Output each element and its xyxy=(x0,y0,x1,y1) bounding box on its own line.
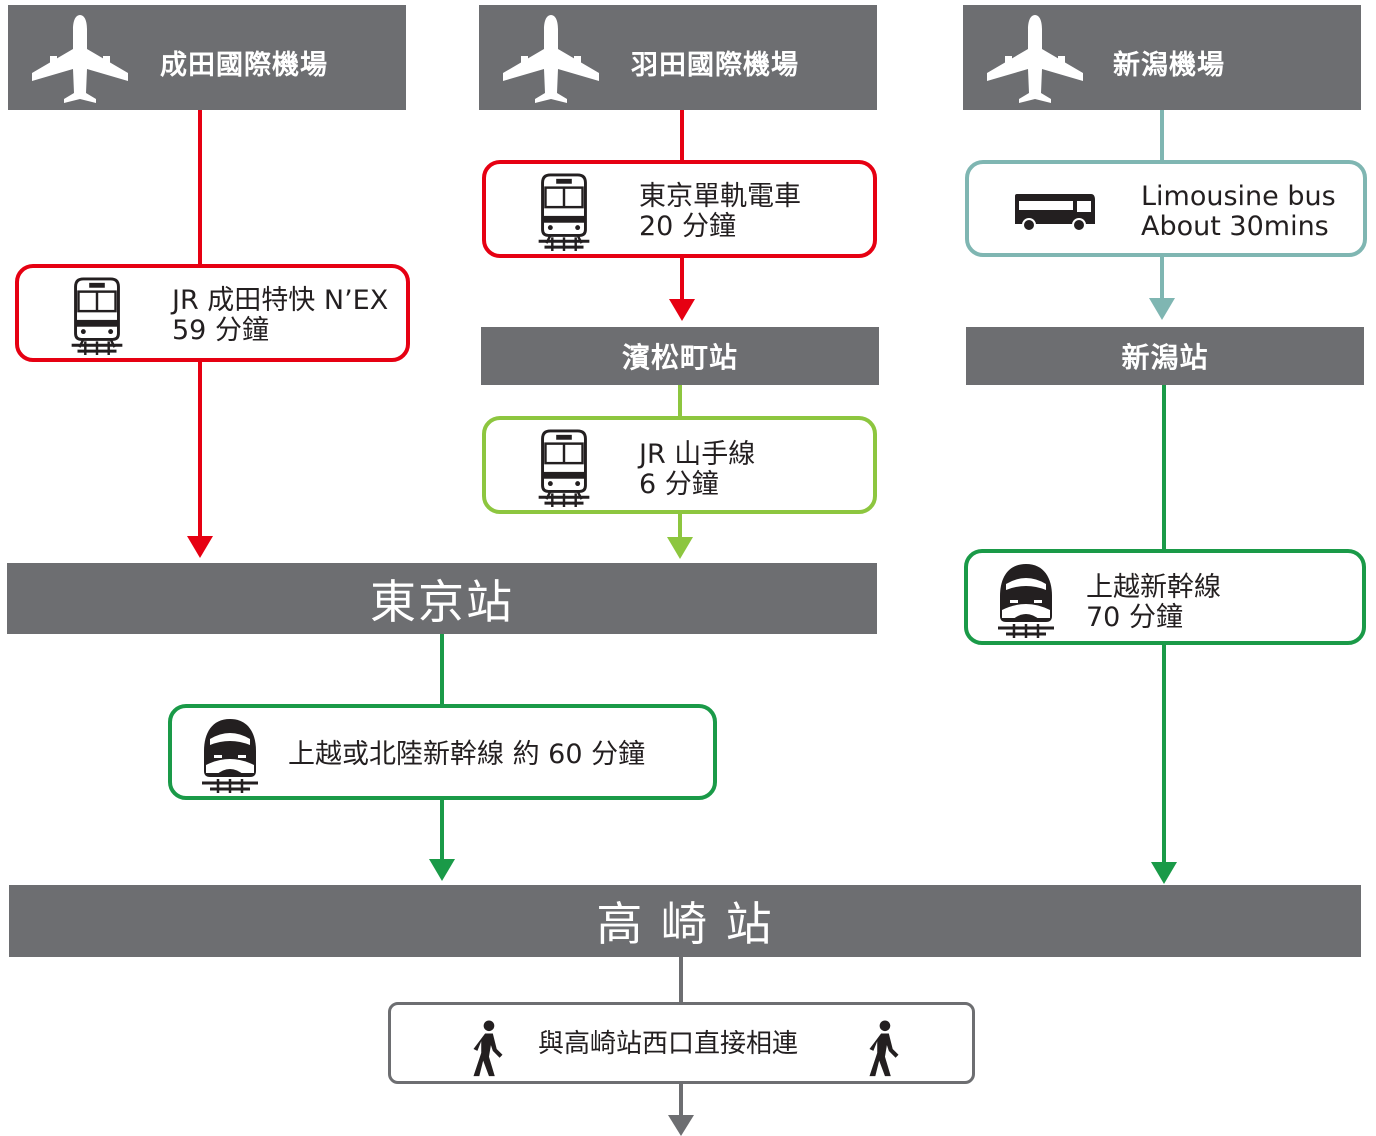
takasaki-station-bar: 高 崎 站 xyxy=(9,885,1361,957)
haneda-airport-header: 羽田國際機場 xyxy=(479,5,877,110)
arrow-exit-down xyxy=(668,1115,694,1136)
niigata-station-bar: 新潟站 xyxy=(966,327,1364,385)
takasaki-exit-line xyxy=(668,957,694,1136)
hamamatsucho-station-label: 濱松町站 xyxy=(621,341,738,374)
tokyo-station-bar: 東京站 xyxy=(7,563,877,634)
airplane-icon xyxy=(499,13,603,103)
narita-route-line xyxy=(187,108,213,558)
tokyo-to-takasaki-route-box: 上越或北陸新幹線 約 60 分鐘 xyxy=(168,704,717,800)
haneda-airport-label: 羽田國際機場 xyxy=(631,50,799,81)
route-name: 東京單軌電車 xyxy=(639,181,801,212)
joetsu-shinkansen-route-box: 上越新幹線 70 分鐘 xyxy=(964,549,1366,645)
yamanote-route-box: JR 山手線 6 分鐘 xyxy=(482,416,877,514)
narita-express-route-box: JR 成田特快 N’EX 59 分鐘 xyxy=(15,264,410,362)
niigata-airport-label: 新潟機場 xyxy=(1113,50,1225,81)
shinkansen-icon xyxy=(200,717,260,793)
airplane-icon xyxy=(983,13,1087,103)
narita-airport-header: 成田國際機場 xyxy=(8,5,406,110)
arrow-to-takasaki-from-tokyo xyxy=(429,859,455,881)
airplane-icon xyxy=(28,13,132,103)
arrow-to-niigata-station xyxy=(1149,298,1175,320)
train-icon xyxy=(69,277,125,355)
niigata-route-line xyxy=(1149,110,1177,884)
hamamatsucho-station-bar: 濱松町站 xyxy=(481,327,879,385)
arrow-to-tokyo-from-hamamatsucho xyxy=(667,537,693,559)
tokyo-station-label: 東京站 xyxy=(370,574,514,629)
takasaki-station-label: 高 崎 站 xyxy=(596,897,774,951)
route-name: JR 山手線 xyxy=(639,439,756,470)
monorail-route-box: 東京單軌電車 20 分鐘 xyxy=(482,160,877,258)
narita-airport-label: 成田國際機場 xyxy=(160,50,328,81)
arrow-to-tokyo-from-narita xyxy=(187,536,213,558)
route-duration: About 30mins xyxy=(1141,211,1329,242)
west-exit-connection-box: 與高崎站西口直接相連 xyxy=(388,1002,975,1084)
bus-icon xyxy=(1011,192,1097,232)
route-name: JR 成田特快 N’EX xyxy=(172,285,389,316)
route-duration: 70 分鐘 xyxy=(1086,602,1183,633)
walking-person-icon xyxy=(471,1020,505,1078)
route-duration: 6 分鐘 xyxy=(639,469,719,500)
train-icon xyxy=(536,173,592,251)
haneda-route-line xyxy=(667,108,695,559)
train-icon xyxy=(536,429,592,507)
route-duration: 59 分鐘 xyxy=(172,315,269,346)
shinkansen-icon xyxy=(996,562,1056,638)
tokyo-route-line xyxy=(429,633,455,881)
walking-person-icon xyxy=(867,1020,901,1078)
limousine-bus-route-box: Limousine bus About 30mins xyxy=(965,160,1367,257)
connection-text: 與高崎站西口直接相連 xyxy=(538,1029,799,1059)
route-duration: 20 分鐘 xyxy=(639,211,736,242)
arrow-to-takasaki-from-niigata xyxy=(1151,862,1177,884)
route-name: Limousine bus xyxy=(1141,181,1336,212)
niigata-airport-header: 新潟機場 xyxy=(963,5,1361,110)
route-name-and-duration: 上越或北陸新幹線 約 60 分鐘 xyxy=(288,739,646,770)
arrow-to-hamamatsucho xyxy=(669,299,695,321)
niigata-station-label: 新潟站 xyxy=(1121,341,1209,374)
route-name: 上越新幹線 xyxy=(1086,572,1221,603)
